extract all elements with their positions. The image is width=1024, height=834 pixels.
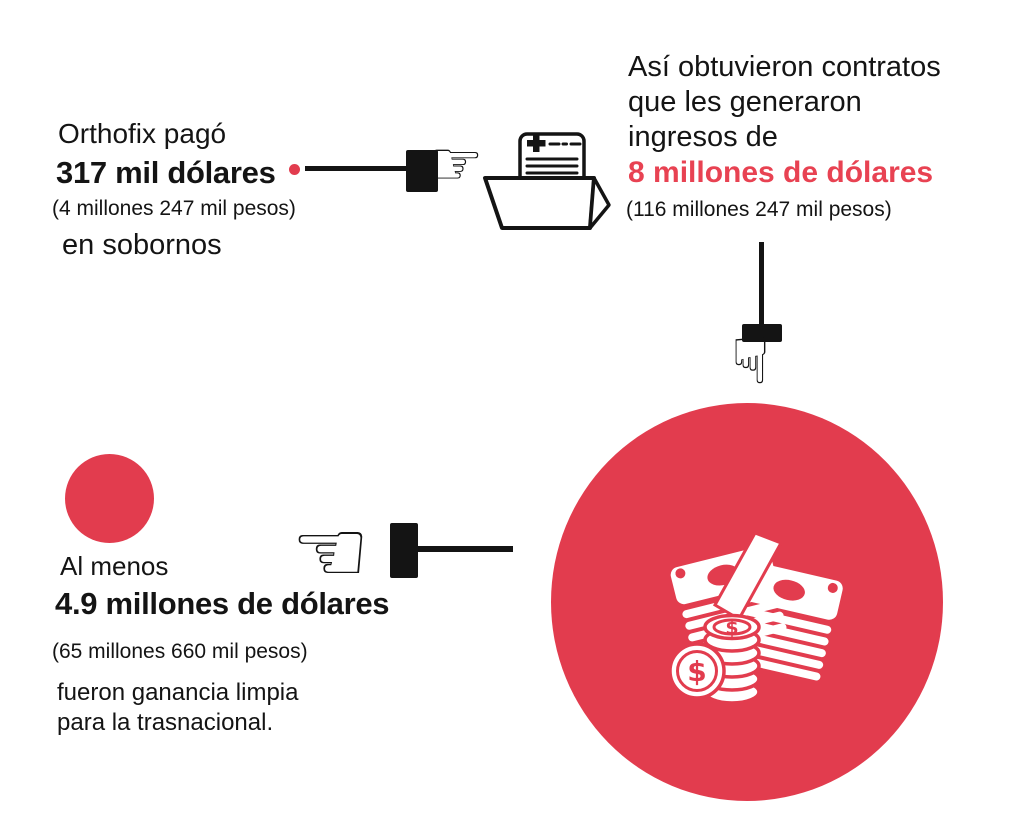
- pointing-hand-left-icon: ☜: [291, 500, 370, 603]
- pointer-arm-line: [414, 546, 513, 552]
- bribe-intro: Orthofix pagó: [58, 118, 227, 149]
- bullet-dot: [289, 164, 300, 175]
- dollar-coin: $: [668, 642, 726, 700]
- contracts-line3: ingresos de: [628, 121, 778, 153]
- contract-folder-icon: [483, 132, 611, 230]
- contracts-pesos: (116 millones 247 mil pesos): [626, 198, 892, 221]
- pointing-hand-down-icon: ☟: [731, 325, 770, 399]
- pointer-arm-line: [759, 242, 764, 326]
- svg-text:$: $: [687, 655, 706, 688]
- profit-line1: fueron ganancia limpia: [57, 678, 299, 706]
- bribe-amount: 317 mil dólares: [56, 155, 276, 191]
- money-circle: $ $: [551, 403, 943, 801]
- pointing-hand-right-icon: ☞: [428, 127, 484, 200]
- profit-text-block: Al menos 4.9 millones de dólares (65 mil…: [52, 551, 390, 738]
- pointer-arm-line: [305, 166, 409, 171]
- money-stack-coins-icon: $ $: [668, 531, 843, 705]
- contracts-text-block: Así obtuvieron contratos que les generar…: [626, 50, 941, 222]
- svg-text:$: $: [725, 617, 738, 639]
- contracts-line1: Así obtuvieron contratos: [628, 51, 941, 83]
- bribe-outro: en sobornos: [62, 228, 222, 261]
- contracts-amount: 8 millones de dólares: [628, 156, 934, 189]
- profit-pesos: (65 millones 660 mil pesos): [52, 639, 308, 663]
- folder-side-flap: [588, 176, 611, 230]
- profit-line2: para la trasnacional.: [57, 708, 274, 736]
- profit-intro: Al menos: [60, 551, 169, 581]
- pointer-cuff: [406, 150, 438, 192]
- bribe-pesos: (4 millones 247 mil pesos): [52, 196, 296, 220]
- bribe-text-block: Orthofix pagó 317 mil dólares (4 millone…: [52, 118, 296, 262]
- medical-cross-icon: [527, 134, 546, 152]
- pointer-cuff: [742, 324, 782, 342]
- folder-front-panel: [483, 176, 596, 230]
- pointer-cuff: [390, 523, 418, 578]
- document-text-lines: [525, 157, 579, 175]
- contracts-line2: que les generaron: [628, 86, 862, 118]
- profit-bullet-circle: [65, 454, 154, 543]
- profit-amount: 4.9 millones de dólares: [55, 585, 390, 621]
